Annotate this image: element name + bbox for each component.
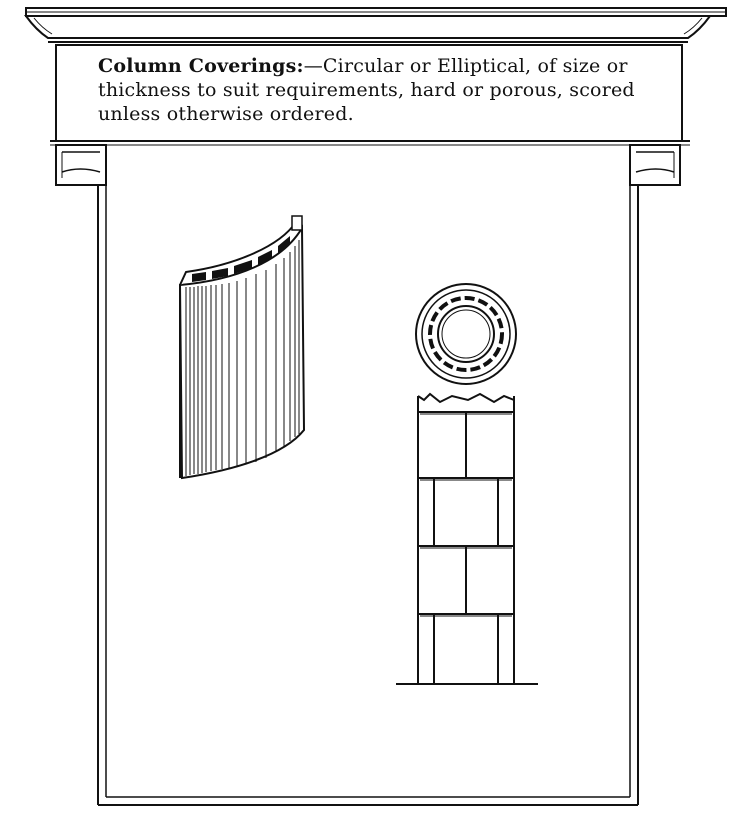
circular-section-plan [415, 283, 517, 385]
caption-body: —Circular or Elliptical, of size or thic… [98, 55, 635, 125]
column-elevation [396, 392, 538, 685]
frieze-band [50, 44, 690, 146]
cornice [24, 7, 727, 43]
left-capital [55, 144, 107, 186]
right-capital [629, 144, 681, 186]
caption-text: Column Coverings:—Circular or Elliptical… [98, 54, 658, 126]
caption-heading: Column Coverings: [98, 55, 304, 77]
curved-covering-segment [178, 215, 306, 480]
frame-pilasters [97, 155, 639, 806]
